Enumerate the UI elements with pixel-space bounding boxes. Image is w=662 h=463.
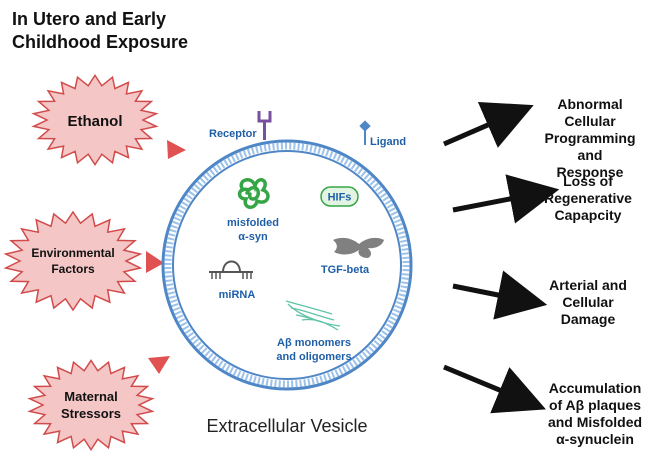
outcome-line: Capapcity xyxy=(555,207,622,223)
misfolded-protein-icon xyxy=(237,178,270,209)
outcome-line: Response xyxy=(557,164,624,180)
outcome-line: α-synuclein xyxy=(556,431,634,447)
outcome-line: of Aβ plaques xyxy=(549,397,641,413)
exposure-pointer-triangle xyxy=(167,140,186,159)
abeta-label: Aβ monomers xyxy=(277,337,351,349)
starburst-shape xyxy=(31,74,159,166)
outcome-arrow-1 xyxy=(443,102,534,148)
outcome-line: Damage xyxy=(561,311,616,327)
abeta-label: and oligomers xyxy=(276,351,351,363)
starburst-shape xyxy=(27,359,155,451)
outcome-line: and xyxy=(578,147,603,163)
ligand-icon xyxy=(359,120,371,145)
outcome-line: Arterial and xyxy=(549,277,627,293)
exposure-pointer-triangle xyxy=(148,356,170,374)
outcome-accumulation: Accumulation of Aβ plaques and Misfolded… xyxy=(548,380,642,447)
outcome-line: Accumulation xyxy=(549,380,642,396)
outcome-loss-regenerative: Loss of Regenerative Capapcity xyxy=(544,173,632,223)
receptor-icon xyxy=(257,111,272,140)
outcome-arterial-damage: Arterial and Cellular Damage xyxy=(549,277,627,327)
outcome-line: and Misfolded xyxy=(548,414,642,430)
outcome-line: Abnormal xyxy=(557,96,622,112)
outcome-arrow-3 xyxy=(452,270,548,320)
exposure-label: Environmental xyxy=(31,246,114,260)
outcome-arrow-2 xyxy=(452,174,560,224)
tgf-beta-label: TGF-beta xyxy=(321,264,370,276)
exposure-maternal-stressors: Maternal Stressors xyxy=(27,359,155,451)
outcome-line: Loss of xyxy=(563,173,613,189)
receptor-label: Receptor xyxy=(209,128,257,140)
starburst-shape xyxy=(3,210,143,312)
exposure-label: Maternal xyxy=(64,389,117,404)
exposure-label: Stressors xyxy=(61,406,121,421)
exposure-environmental-factors: Environmental Factors xyxy=(3,210,143,312)
abeta-fibrils-icon xyxy=(285,300,341,331)
vesicle-membrane-dots xyxy=(164,142,410,388)
extracellular-vesicle: Receptor Ligand misfolded α-syn HIFs TGF… xyxy=(161,111,413,391)
ligand-label: Ligand xyxy=(370,136,406,148)
tgf-beta-icon xyxy=(333,237,384,258)
outcome-arrow-4 xyxy=(443,364,546,414)
exposure-ethanol: Ethanol xyxy=(31,74,159,166)
outcome-line: Cellular xyxy=(564,113,616,129)
exposure-label: Factors xyxy=(51,262,95,276)
hifs-label: HIFs xyxy=(328,192,352,204)
outcome-line: Programming xyxy=(544,130,635,146)
mirna-icon xyxy=(209,260,253,279)
vesicle-caption: Extracellular Vesicle xyxy=(206,416,367,436)
outcome-line: Regenerative xyxy=(544,190,632,206)
misfolded-label: misfolded xyxy=(227,217,279,229)
mirna-label: miRNA xyxy=(219,289,256,301)
outcome-line: Cellular xyxy=(562,294,614,310)
misfolded-label: α-syn xyxy=(238,231,268,243)
outcome-abnormal-programming: Abnormal Cellular Programming and Respon… xyxy=(544,96,635,180)
vesicle-membrane-inner xyxy=(172,150,402,380)
title-line-2: Childhood Exposure xyxy=(12,32,188,52)
exposure-label: Ethanol xyxy=(68,113,123,130)
exposure-pointer-triangle xyxy=(146,251,164,273)
hifs-pill xyxy=(320,186,359,207)
title-line-1: In Utero and Early xyxy=(12,9,166,29)
